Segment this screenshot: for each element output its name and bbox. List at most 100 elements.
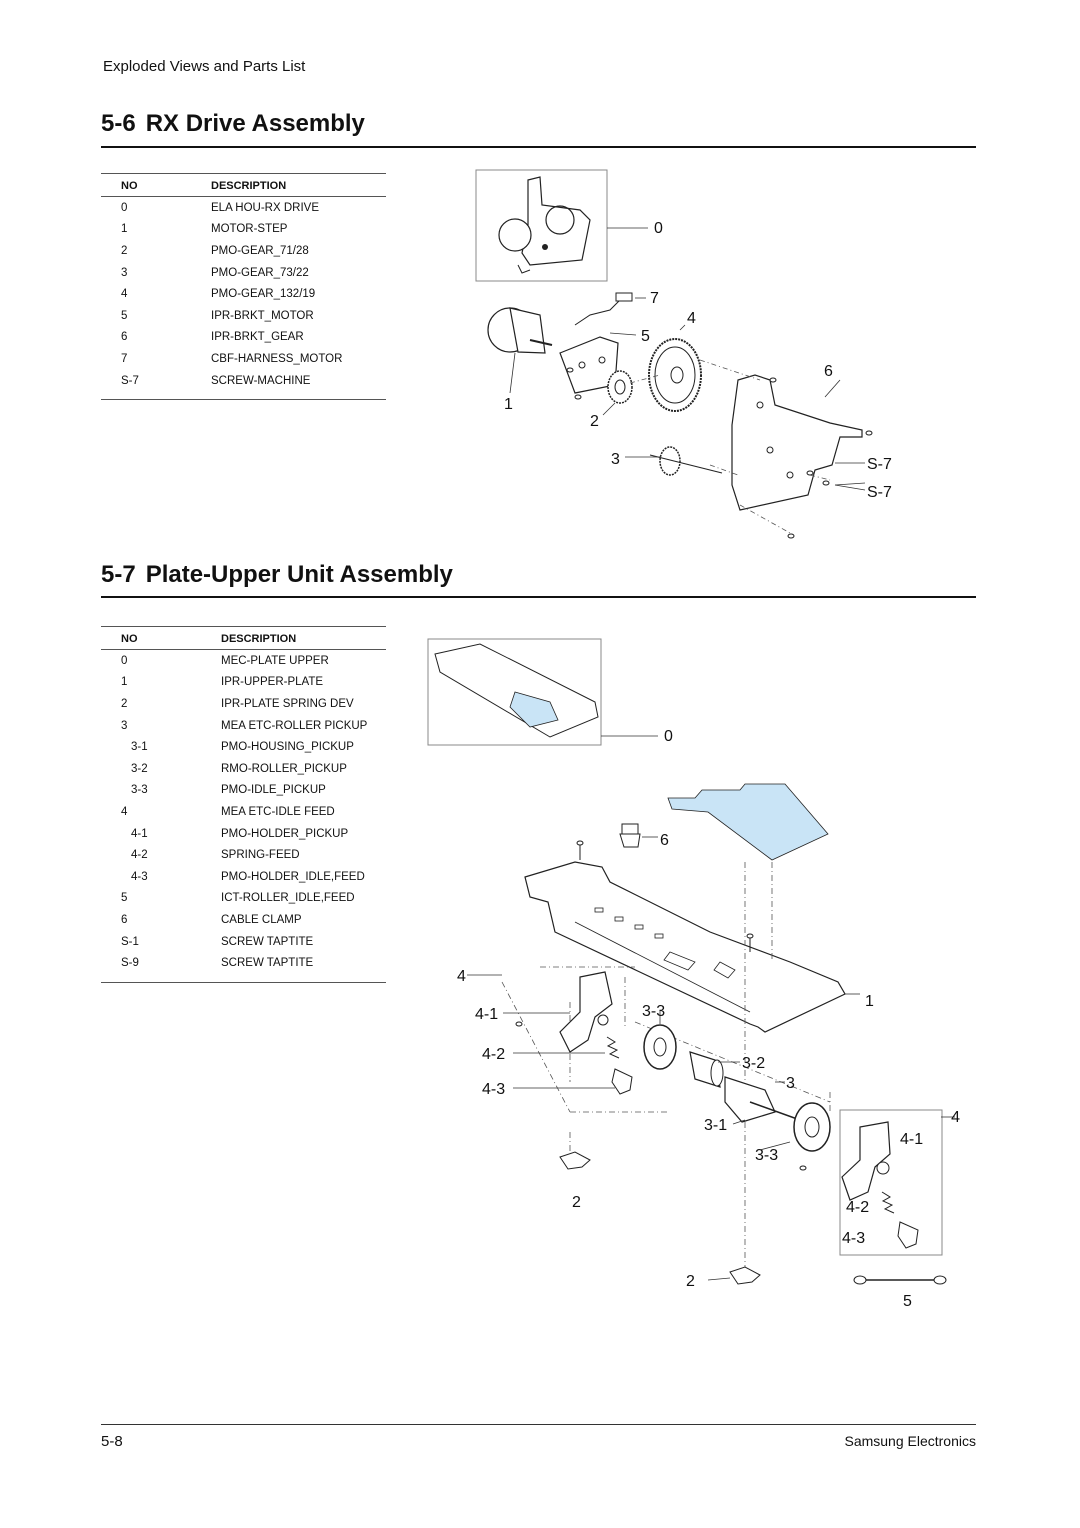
part-number: 0 — [121, 654, 128, 667]
section-title-rx-drive: 5-6 RX Drive Assembly — [101, 110, 365, 138]
part-number: 3-3 — [131, 784, 148, 797]
part-number: S-9 — [101, 952, 221, 983]
column-header-description: DESCRIPTION — [221, 626, 386, 650]
section-number: 5-6 — [101, 110, 136, 137]
table-row: 4 PMO-GEAR_132/19 — [101, 283, 386, 305]
part-description: PMO-GEAR_132/19 — [211, 288, 316, 301]
part-number: 1 — [121, 676, 128, 689]
callout: 1 — [504, 396, 513, 413]
part-number: 5 — [121, 309, 128, 322]
callout: 4 — [457, 968, 466, 985]
part-number: 0 — [121, 201, 128, 214]
part-number: 4-1 — [131, 827, 148, 840]
table-row: 2 PMO-GEAR_71/28 — [101, 240, 386, 262]
callout: 2 — [590, 413, 599, 430]
callout: 4-1 — [475, 1006, 498, 1023]
part-description: PMO-HOLDER_PICKUP — [221, 827, 349, 840]
callout: 0 — [664, 728, 673, 745]
table-row: 4-1 PMO-HOLDER_PICKUP — [101, 823, 386, 845]
part-number: 4 — [121, 288, 128, 301]
part-number: 6 — [121, 331, 128, 344]
part-description: PMO-GEAR_71/28 — [211, 244, 309, 257]
part-description: SCREW-MACHINE — [211, 369, 386, 401]
part-number: 3 — [121, 266, 128, 279]
part-description: RMO-ROLLER_PICKUP — [221, 762, 347, 775]
callout: 5 — [903, 1293, 912, 1310]
rx-drive-exploded-diagram: 0 7 4 5 6 1 2 3 S-7 S-7 — [475, 169, 892, 539]
part-description: IPR-BRKT_GEAR — [211, 331, 304, 344]
part-description: SCREW TAPTITE — [221, 952, 386, 983]
company-name: Samsung Electronics — [844, 1433, 976, 1449]
part-description: IPR-BRKT_MOTOR — [211, 309, 314, 322]
callout: 3-1 — [704, 1117, 727, 1134]
callout: 6 — [824, 363, 833, 380]
part-number: 5 — [121, 892, 128, 905]
parts-table-plate-upper: NO DESCRIPTION 0 MEC-PLATE UPPER 1 IPR-UPPE… — [101, 626, 386, 983]
part-description: MEC-PLATE UPPER — [221, 654, 329, 667]
part-number: 2 — [121, 244, 128, 257]
table-header-row: NO DESCRIPTION — [101, 173, 386, 197]
table-row: 1 IPR-UPPER-PLATE — [101, 672, 386, 694]
table-row: 7 CBF-HARNESS_MOTOR — [101, 348, 386, 370]
part-description: SPRING-FEED — [221, 849, 300, 862]
table-row: 3-2 RMO-ROLLER_PICKUP — [101, 758, 386, 780]
part-number: 2 — [121, 697, 128, 710]
column-header-description: DESCRIPTION — [211, 173, 386, 197]
part-description: ELA HOU-RX DRIVE — [211, 201, 319, 214]
running-header: Exploded Views and Parts List — [103, 58, 306, 75]
table-row: 4-2 SPRING-FEED — [101, 844, 386, 866]
part-number: 3-2 — [131, 762, 148, 775]
callout: 7 — [650, 290, 659, 307]
part-description: IPR-UPPER-PLATE — [221, 676, 324, 689]
part-number: 3 — [121, 719, 128, 732]
column-header-no: NO — [101, 173, 211, 197]
section-title-text: RX Drive Assembly — [145, 110, 365, 137]
table-row: 0 ELA HOU-RX DRIVE — [101, 197, 386, 219]
callout: 1 — [865, 993, 874, 1010]
part-description: PMO-HOLDER_IDLE,FEED — [221, 870, 365, 883]
table-header-row: NO DESCRIPTION — [101, 626, 386, 650]
callout: 3-3 — [642, 1003, 665, 1020]
part-description: PMO-HOUSING_PICKUP — [221, 741, 354, 754]
part-description: CBF-HARNESS_MOTOR — [211, 352, 343, 365]
footer-rule — [101, 1424, 976, 1425]
part-description: MEA ETC-ROLLER PICKUP — [221, 719, 368, 732]
part-number: 4 — [121, 805, 128, 818]
part-number: 4-2 — [131, 849, 148, 862]
part-description: CABLE CLAMP — [221, 913, 302, 926]
table-row: 4-3 PMO-HOLDER_IDLE,FEED — [101, 866, 386, 888]
table-row: 5 IPR-BRKT_MOTOR — [101, 305, 386, 327]
plate-upper-exploded-diagram: 0 6 4 1 4-1 3-3 4-2 3-2 4-3 3 4 3-1 4-1 … — [427, 638, 960, 1310]
part-number: 1 — [121, 223, 128, 236]
part-number: 6 — [121, 913, 128, 926]
part-number: 4-3 — [131, 870, 148, 883]
table-row: 3-1 PMO-HOUSING_PICKUP — [101, 736, 386, 758]
part-description: SCREW TAPTITE — [221, 935, 314, 948]
table-row: 6 IPR-BRKT_GEAR — [101, 327, 386, 349]
callout: 5 — [641, 328, 650, 345]
callout: S-7 — [867, 456, 892, 473]
callout: 3 — [786, 1075, 795, 1092]
parts-table-rx-drive: NO DESCRIPTION 0 ELA HOU-RX DRIVE 1 MOTOR-S… — [101, 173, 386, 401]
part-number: S-1 — [121, 935, 139, 948]
callout: 6 — [660, 832, 669, 849]
part-description: MOTOR-STEP — [211, 223, 288, 236]
part-number: S-7 — [101, 369, 211, 401]
part-number: 3-1 — [131, 741, 148, 754]
callout: 3-3 — [755, 1147, 778, 1164]
part-number: 7 — [121, 352, 128, 365]
callout: S-7 — [867, 484, 892, 501]
callout: 4-2 — [482, 1046, 505, 1063]
callout: 0 — [654, 220, 663, 237]
callout: 3 — [611, 451, 620, 468]
section-rule — [101, 146, 976, 148]
section-rule — [101, 596, 976, 598]
section-number: 5-7 — [101, 561, 136, 588]
table-row: 3 MEA ETC-ROLLER PICKUP — [101, 715, 386, 737]
